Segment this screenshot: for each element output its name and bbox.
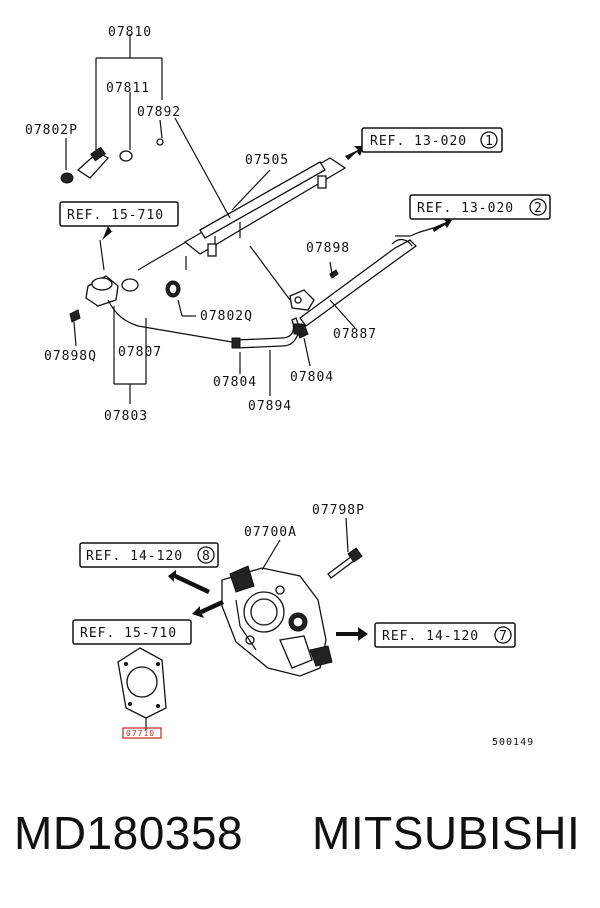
footer-brand: MITSUBISHI <box>312 807 581 859</box>
fuel-rail-part <box>174 117 347 257</box>
bolt-07798P <box>327 517 363 579</box>
svg-text:REF. 14-120: REF. 14-120 <box>382 629 479 644</box>
label-07810: 07810 <box>108 25 152 40</box>
label-07802P: 07802P <box>25 123 78 138</box>
label-07887: 07887 <box>333 327 377 342</box>
footer-part-number: MD180358 <box>14 807 244 859</box>
diagram-code: 500149 <box>492 737 534 748</box>
arrow-ref6 <box>336 627 368 641</box>
ref-box-5[interactable]: REF. 15-710 <box>72 619 192 645</box>
arrow-ref4 <box>168 570 210 594</box>
label-07710: 07710 <box>126 729 155 738</box>
parts-diagram: 07810 07811 07892 07802P 07505 07898 078… <box>25 25 551 748</box>
svg-text:REF. 15-710: REF. 15-710 <box>67 208 164 223</box>
pressure-regulator-part <box>69 241 233 347</box>
label-07898: 07898 <box>306 241 350 256</box>
svg-text:REF. 14-120: REF. 14-120 <box>86 549 183 564</box>
fuel-hose-part <box>231 317 311 396</box>
fuel-pipe-part <box>299 225 441 329</box>
label-07811: 07811 <box>106 81 150 96</box>
svg-text:7: 7 <box>499 629 508 644</box>
ref-box-3[interactable]: REF. 15-710 <box>59 201 179 227</box>
label-07804-left: 07804 <box>213 375 257 390</box>
highlight-box-07710 <box>122 727 162 739</box>
svg-text:REF. 13-020: REF. 13-020 <box>417 201 514 216</box>
ref-box-4[interactable]: REF. 14-120 8 <box>79 542 219 568</box>
label-07505: 07505 <box>245 153 289 168</box>
svg-text:8: 8 <box>202 549 211 564</box>
svg-text:2: 2 <box>534 201 543 216</box>
gasket-part <box>117 647 167 730</box>
ref-box-1[interactable]: REF. 13-020 1 <box>361 127 503 153</box>
arrow-ref3 <box>102 226 114 240</box>
arrow-ref5 <box>192 600 224 618</box>
label-07892: 07892 <box>137 105 181 120</box>
label-07802Q: 07802Q <box>200 309 253 324</box>
label-07700A: 07700A <box>244 525 297 540</box>
ref-box-6[interactable]: REF. 14-120 7 <box>374 622 516 648</box>
arrow-ref1 <box>345 146 364 160</box>
label-07803: 07803 <box>104 409 148 424</box>
ref-box-2[interactable]: REF. 13-020 2 <box>409 194 551 220</box>
label-07804-right: 07804 <box>290 370 334 385</box>
label-07894: 07894 <box>248 399 292 414</box>
arrow-ref2 <box>432 218 452 232</box>
injector-part <box>60 138 164 184</box>
label-07898Q: 07898Q <box>44 349 97 364</box>
label-07807: 07807 <box>118 345 162 360</box>
bracket-07803 <box>113 306 147 404</box>
svg-text:REF. 15-710: REF. 15-710 <box>80 626 177 641</box>
svg-text:1: 1 <box>485 134 494 149</box>
svg-text:REF. 13-020: REF. 13-020 <box>370 134 467 149</box>
label-07798P: 07798P <box>312 503 365 518</box>
throttle-body-part <box>221 539 333 677</box>
bracket-07810 <box>65 34 163 170</box>
